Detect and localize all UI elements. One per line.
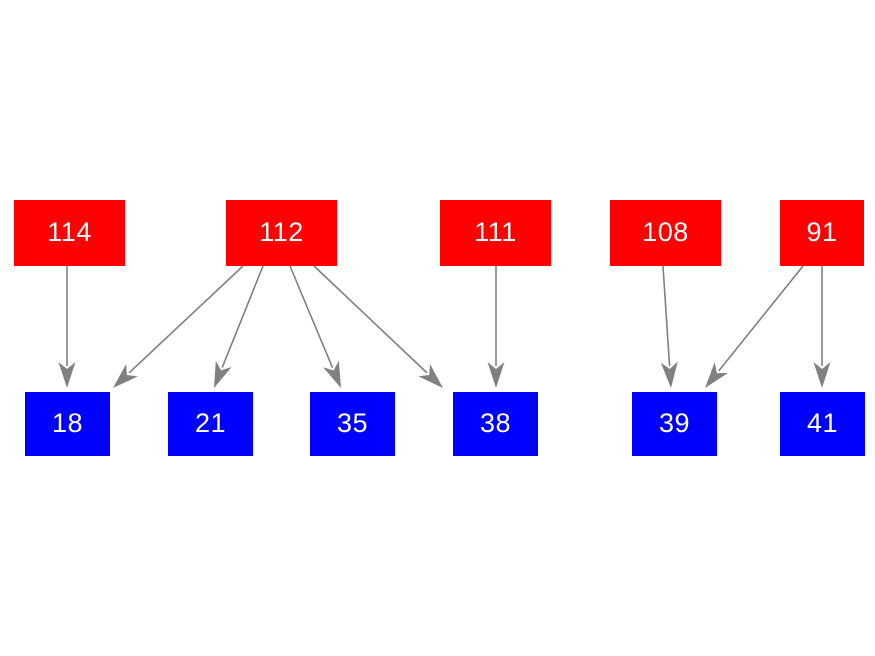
- edge-arrowhead: [487, 362, 505, 388]
- edge-line: [718, 265, 804, 372]
- graph-node-35[interactable]: 35: [310, 392, 395, 456]
- graph-node-label: 21: [194, 407, 227, 438]
- edge-arrowhead: [418, 363, 443, 388]
- edge-arrowhead: [705, 362, 728, 388]
- graph-edge-112-to-21: [214, 265, 264, 388]
- graph-node-label: 38: [479, 407, 512, 438]
- graph-edge-112-to-38: [313, 265, 443, 388]
- edge-line: [289, 265, 334, 369]
- edge-arrowhead: [214, 360, 232, 388]
- graph-node-label: 39: [658, 407, 691, 438]
- graph-node-114[interactable]: 114: [14, 200, 125, 266]
- graph-edge-108-to-39: [660, 265, 678, 388]
- edge-arrowhead: [813, 362, 831, 388]
- graph-node-label: 108: [642, 216, 689, 247]
- graph-node-label: 112: [259, 216, 304, 247]
- graph-node-label: 18: [51, 407, 84, 438]
- graph-node-label: 91: [806, 216, 838, 247]
- graph-node-18[interactable]: 18: [25, 392, 110, 456]
- graph-node-label: 41: [806, 407, 839, 438]
- graph-node-label: 111: [474, 216, 517, 247]
- edge-arrowhead: [58, 362, 76, 388]
- edge-line: [313, 265, 428, 374]
- edge-arrowhead: [660, 361, 678, 388]
- edge-line: [128, 265, 244, 374]
- graph-node-label: 114: [47, 216, 92, 247]
- graph-node-39[interactable]: 39: [632, 392, 717, 456]
- graph-node-21[interactable]: 21: [168, 392, 253, 456]
- graph-edge-112-to-18: [113, 265, 244, 388]
- graph-edge-111-to-38: [487, 266, 505, 388]
- graph-edge-91-to-39: [705, 265, 804, 388]
- graph-node-112[interactable]: 112: [226, 200, 337, 266]
- graph-node-108[interactable]: 108: [610, 200, 721, 266]
- graph-node-41[interactable]: 41: [780, 392, 865, 456]
- graph-edge-91-to-41: [813, 266, 831, 388]
- graph-node-38[interactable]: 38: [453, 392, 538, 456]
- graph-edge-114-to-18: [58, 266, 76, 388]
- graph-node-label: 35: [336, 407, 369, 438]
- graph-node-91[interactable]: 91: [780, 200, 864, 266]
- graph-node-111[interactable]: 111: [440, 200, 551, 266]
- graph-edge-112-to-35: [289, 265, 341, 388]
- edge-line: [221, 265, 264, 368]
- edge-arrowhead: [113, 364, 138, 388]
- edge-arrowhead: [323, 360, 341, 388]
- edge-line: [662, 265, 671, 367]
